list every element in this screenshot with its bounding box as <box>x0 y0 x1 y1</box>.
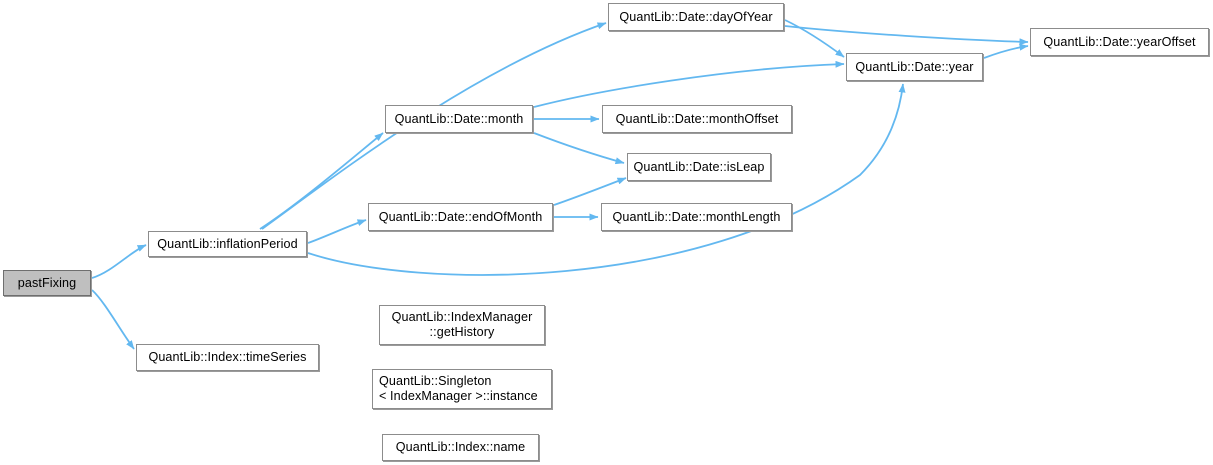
graph-node-instance[interactable]: QuantLib::Singleton < IndexManager >::in… <box>372 369 552 409</box>
graph-node-dayOfYear[interactable]: QuantLib::Date::dayOfYear <box>608 3 784 31</box>
graph-node-timeSeries[interactable]: QuantLib::Index::timeSeries <box>136 344 319 371</box>
graph-node-label: QuantLib::Date::year <box>855 59 974 74</box>
graph-node-label: QuantLib::Date::monthLength <box>612 209 781 224</box>
graph-edge-dayOfYear-to-year <box>784 19 845 58</box>
graph-node-name[interactable]: QuantLib::Index::name <box>382 434 539 461</box>
graph-edge-pastFixing-to-inflationPeriod <box>91 244 147 279</box>
graph-edge-inflationPeriod-to-endOfMonth <box>307 219 367 244</box>
graph-edge-pastFixing-to-timeSeries <box>91 289 135 350</box>
graph-node-label: QuantLib::IndexManager ::getHistory <box>391 310 533 339</box>
graph-node-monthOffset[interactable]: QuantLib::Date::monthOffset <box>602 105 792 133</box>
graph-node-label: QuantLib::Singleton < IndexManager >::in… <box>379 374 538 403</box>
graph-edge-year-to-yearOffset <box>983 43 1029 59</box>
graph-node-getHistory[interactable]: QuantLib::IndexManager ::getHistory <box>379 305 545 345</box>
graph-node-monthLength[interactable]: QuantLib::Date::monthLength <box>601 203 792 231</box>
graph-node-label: QuantLib::Date::yearOffset <box>1043 34 1196 49</box>
graph-edge-endOfMonth-to-isLeap <box>553 177 627 206</box>
graph-edge-inflationPeriod-to-year <box>307 83 906 276</box>
graph-node-month[interactable]: QuantLib::Date::month <box>385 105 533 133</box>
graph-node-inflationPeriod[interactable]: QuantLib::inflationPeriod <box>148 231 307 257</box>
graph-node-label: QuantLib::Index::timeSeries <box>148 350 307 365</box>
graph-node-label: QuantLib::Date::endOfMonth <box>378 209 543 224</box>
graph-node-label: QuantLib::Date::month <box>394 111 524 126</box>
graph-node-label: QuantLib::Date::dayOfYear <box>619 9 773 24</box>
graph-edge-month-to-year <box>533 60 845 108</box>
graph-node-endOfMonth[interactable]: QuantLib::Date::endOfMonth <box>368 203 553 231</box>
graph-node-label: QuantLib::Date::monthOffset <box>615 111 779 126</box>
edges-group <box>91 19 1029 350</box>
graph-node-label: QuantLib::Date::isLeap <box>633 159 765 174</box>
graph-node-isLeap[interactable]: QuantLib::Date::isLeap <box>627 153 771 181</box>
graph-node-pastFixing[interactable]: pastFixing <box>3 270 91 296</box>
graph-node-year[interactable]: QuantLib::Date::year <box>846 53 983 81</box>
graph-node-label: QuantLib::Index::name <box>395 440 526 455</box>
graph-edge-month-to-isLeap <box>533 132 625 165</box>
graph-node-label: QuantLib::inflationPeriod <box>157 236 298 251</box>
graph-node-yearOffset[interactable]: QuantLib::Date::yearOffset <box>1030 28 1209 56</box>
graph-edge-inflationPeriod-to-month <box>259 132 384 230</box>
graph-edge-dayOfYear-to-yearOffset <box>784 25 1029 46</box>
graph-node-label: pastFixing <box>17 275 77 290</box>
